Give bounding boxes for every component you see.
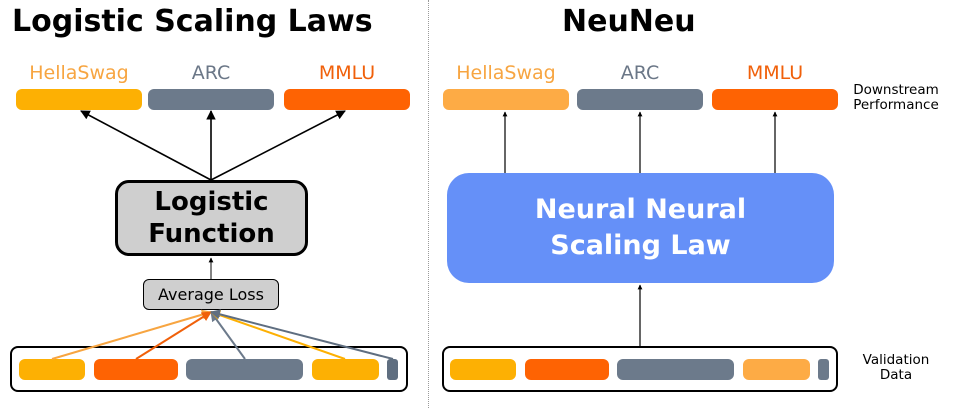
arrow-to-left-mmlu bbox=[210, 110, 346, 181]
right-title: NeuNeu bbox=[562, 4, 696, 39]
neural-line2: Scaling Law bbox=[550, 230, 731, 261]
left-bar-mmlu bbox=[284, 89, 410, 110]
average-loss-box: Average Loss bbox=[143, 279, 279, 310]
left-title: Logistic Scaling Laws bbox=[12, 4, 373, 39]
left-label-arc: ARC bbox=[191, 62, 231, 84]
left-label-mmlu: MMLU bbox=[318, 62, 376, 84]
loss-arrow-2 bbox=[135, 311, 212, 360]
right-label-mmlu: MMLU bbox=[746, 62, 804, 84]
left-val-seg-3 bbox=[186, 359, 303, 380]
left-bar-arc bbox=[148, 89, 274, 110]
downstream-line2: Performance bbox=[853, 97, 939, 113]
logistic-line1: Logistic bbox=[154, 187, 269, 217]
right-label-hellaswag: HellaSwag bbox=[456, 62, 556, 84]
right-val-seg-3 bbox=[617, 359, 734, 380]
panel-divider bbox=[428, 0, 429, 408]
left-label-hellaswag: HellaSwag bbox=[29, 62, 129, 84]
loss-arrow-4 bbox=[210, 310, 346, 360]
right-label-arc: ARC bbox=[620, 62, 660, 84]
downstream-line1: Downstream bbox=[853, 82, 939, 98]
loss-arrow-5 bbox=[210, 309, 394, 360]
left-val-seg-1 bbox=[19, 359, 85, 380]
right-val-seg-4 bbox=[743, 359, 810, 380]
loss-arrow-3 bbox=[210, 311, 246, 360]
validation-line2: Data bbox=[879, 367, 913, 383]
right-val-seg-5 bbox=[818, 359, 829, 380]
arrow-to-left-hellaswag bbox=[80, 110, 212, 181]
right-val-seg-1 bbox=[450, 359, 516, 380]
left-bar-hellaswag bbox=[16, 89, 142, 110]
left-val-seg-4 bbox=[312, 359, 379, 380]
right-bar-hellaswag bbox=[443, 89, 569, 110]
loss-arrow-1 bbox=[51, 309, 212, 360]
loss-arrows bbox=[51, 309, 394, 360]
left-val-seg-2 bbox=[94, 359, 178, 380]
right-val-seg-2 bbox=[525, 359, 609, 380]
left-val-seg-5 bbox=[387, 359, 398, 380]
right-bar-arc bbox=[577, 89, 703, 110]
right-bar-mmlu bbox=[712, 89, 838, 110]
validation-line1: Validation bbox=[862, 352, 930, 368]
neural-line1: Neural Neural bbox=[534, 194, 747, 225]
average-loss-label: Average Loss bbox=[158, 285, 264, 304]
logistic-line2: Function bbox=[148, 219, 275, 249]
